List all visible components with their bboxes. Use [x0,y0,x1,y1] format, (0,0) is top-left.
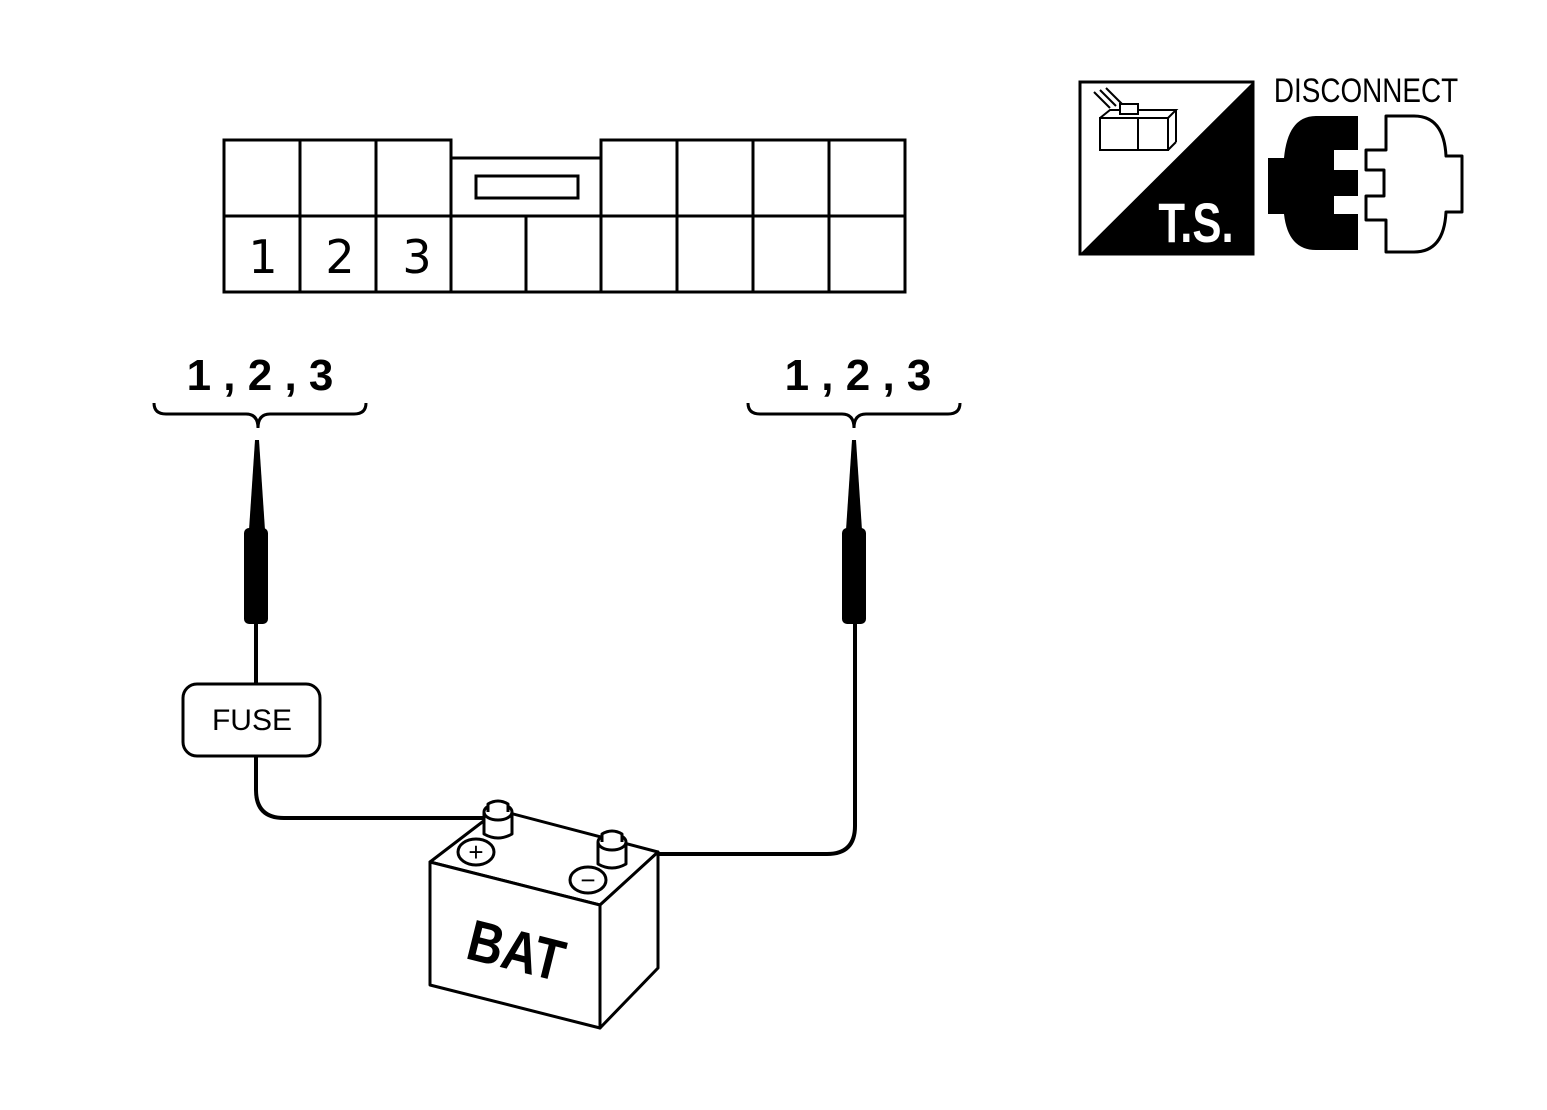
probe-left [244,440,268,624]
pin-label-1: 1 [248,230,277,284]
probe-left-terminal-label: 1 , 2 , 3 [187,351,334,400]
battery-negative-post [596,829,628,870]
battery-negative-circle [568,865,608,895]
disconnect-label: DISCONNECT [1274,71,1458,109]
pin-label-3: 3 [402,230,431,284]
test-symbol-label: T.S. [1158,192,1233,254]
probe-right-brace [746,402,962,429]
probe-left-brace [152,402,368,429]
battery-positive-symbol: + [468,837,483,867]
connector-latch [474,174,580,200]
battery-positive-post [482,799,514,840]
probe-right [842,440,866,624]
battery-negative-symbol: − [580,865,595,895]
wire-fuse-to-battery-positive [254,756,484,820]
disconnect-plug-male [1268,116,1358,250]
fuse-box [181,682,322,758]
connector [222,138,907,294]
connector-sketch-icon [1093,87,1179,151]
test-symbol-icon: T.S. [1078,80,1255,256]
disconnect-plug-female [1364,114,1464,254]
fuse-label: FUSE [212,704,292,737]
battery [428,799,660,1030]
disconnect-icon [1268,114,1464,254]
battery-positive-circle [456,837,496,867]
probe-right-terminal-label: 1 , 2 , 3 [785,351,932,400]
battery-side-face [598,850,660,1030]
pin-label-2: 2 [325,230,354,284]
wire-right-probe-to-battery-negative [640,622,857,856]
